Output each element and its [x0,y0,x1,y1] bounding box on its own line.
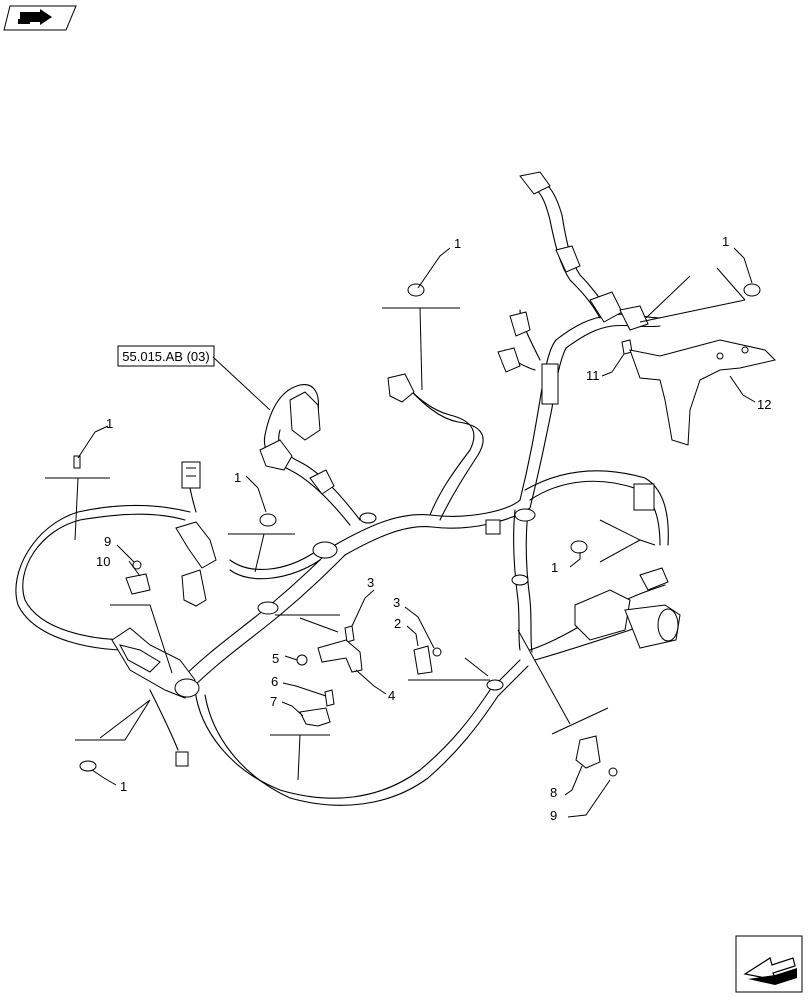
bolt-6 [324,689,335,707]
connector-left-large [111,627,200,699]
harness-main [15,179,673,806]
callout-1a: 1 [454,236,461,251]
connector-left-mid [175,521,217,607]
callout-1d: 1 [234,470,241,485]
bracket-12 [629,339,776,446]
callout-3b: 3 [393,595,400,610]
connector-top-left-plug [181,461,201,513]
callout-10: 10 [96,554,110,569]
callout-1b: 1 [722,234,729,249]
next-page-arrow-icon[interactable] [735,935,803,993]
reference-box-label: 55.015.AB (03) [122,349,209,364]
callout-3a: 3 [367,575,374,590]
callout-labels: 1 1 1 1 1 1 2 3 3 4 5 6 7 8 9 9 10 11 12 [96,234,771,823]
cable-tie-1e [570,540,588,554]
callout-1f: 1 [120,779,127,794]
callout-11: 11 [586,368,600,383]
page-nav-icon[interactable] [3,5,77,31]
callout-2: 2 [394,616,401,631]
bolt-9b [608,767,618,777]
callout-5: 5 [272,651,279,666]
connector-top [519,171,649,331]
cable-tie-1d [259,513,277,527]
leader-lines [45,247,756,818]
bracket-2 [413,645,442,675]
callout-4: 4 [388,688,395,703]
connector-mid-sleeves [175,508,536,767]
cable-tie-1b [743,283,761,297]
nut-5 [296,654,308,666]
bracket-4 [317,639,363,673]
cable-tie-1c [73,455,81,469]
callout-6: 6 [271,674,278,689]
cable-tie-1a [407,283,425,297]
callout-9a: 9 [104,534,111,549]
connector-55015 [259,391,335,495]
callout-12: 12 [757,397,771,412]
callout-7: 7 [270,694,277,709]
connector-upper-mid [387,373,415,403]
connector-upper-cluster [497,311,559,405]
callout-9b: 9 [550,808,557,823]
callout-1e: 1 [551,560,558,575]
callout-1c: 1 [106,416,113,431]
reference-box[interactable]: 55.015.AB (03) [117,345,215,367]
clamp-7 [299,707,331,727]
bracket-8 [575,735,601,769]
cable-tie-1f [79,760,97,772]
clip-9-10 [125,560,151,595]
connector-right-plugs [574,483,681,649]
bolt-3a [344,625,355,643]
callout-8: 8 [550,785,557,800]
